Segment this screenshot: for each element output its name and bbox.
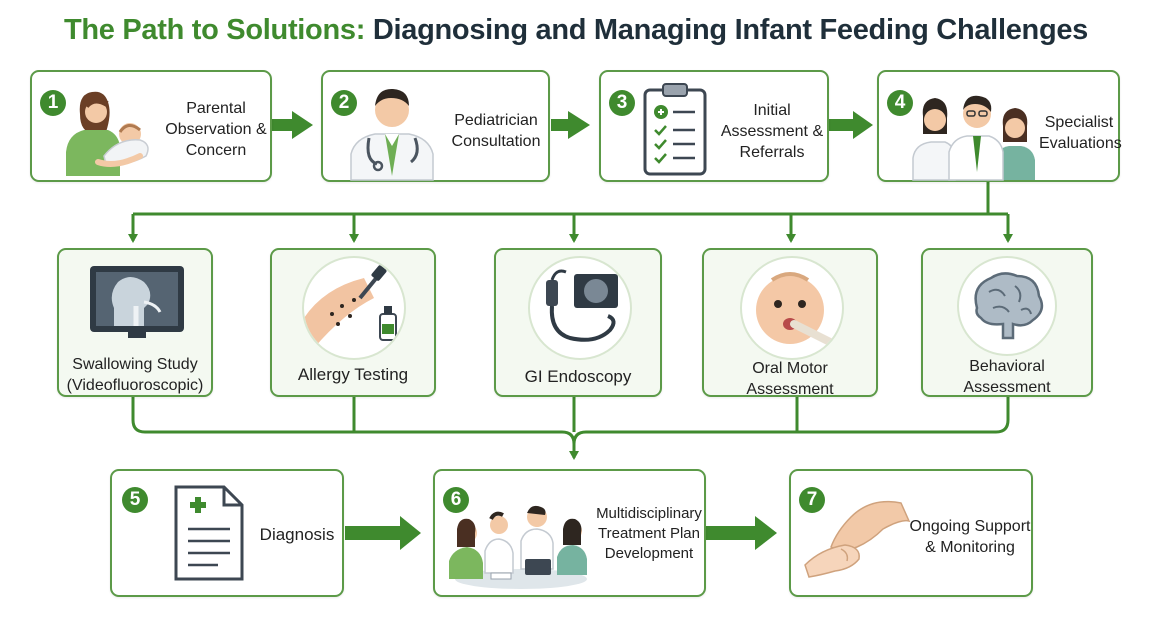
xray-monitor-icon bbox=[90, 266, 184, 338]
step-6-card: 6 Multidisciplinary Treatment Plan Devel… bbox=[433, 469, 706, 597]
baby-face-icon bbox=[756, 272, 838, 348]
step-1-card: 1 Parental Observation & Concern bbox=[30, 70, 272, 182]
care-team-meeting-icon bbox=[449, 505, 587, 589]
step-6-number: 6 bbox=[443, 487, 469, 513]
oral-motor-card: Oral Motor Assessment bbox=[702, 248, 878, 399]
gi-endoscopy-label: GI Endoscopy bbox=[524, 367, 632, 386]
step-4-label: Specialist Evaluations bbox=[1039, 114, 1122, 153]
endoscope-icon bbox=[546, 269, 618, 342]
diagnosis-document-icon bbox=[174, 485, 244, 581]
arrow-2-to-3 bbox=[551, 111, 590, 139]
arrow-6-to-7 bbox=[706, 516, 777, 550]
oral-motor-label: Oral Motor Assessment bbox=[746, 360, 834, 399]
step-3-card: 3 Initial Assessment & Referrals bbox=[599, 70, 829, 182]
gi-endoscopy-card: GI Endoscopy bbox=[494, 248, 662, 397]
allergy-testing-label: Allergy Testing bbox=[297, 365, 409, 384]
allergy-icon-circle bbox=[302, 256, 406, 360]
step-4-number: 4 bbox=[887, 90, 913, 116]
pediatrician-icon bbox=[350, 88, 434, 181]
swallowing-study-card: Swallowing Study (Videofluoroscopic) bbox=[57, 248, 213, 397]
step-4-card: 4 Specialist Evaluations bbox=[877, 70, 1122, 182]
allergy-testing-card: Allergy Testing bbox=[270, 248, 436, 397]
step-7-number: 7 bbox=[799, 487, 825, 513]
behavioral-label: Behavioral Assessment bbox=[963, 358, 1051, 397]
step-2-label: Pediatrician Consultation bbox=[451, 112, 541, 151]
step-2-card: 2 Pediatrician Consultation bbox=[321, 70, 550, 182]
branch-connector bbox=[128, 182, 1013, 243]
arrow-1-to-2 bbox=[272, 111, 313, 139]
step-5-card: 5 Diagnosis bbox=[110, 469, 344, 597]
mother-and-baby-icon bbox=[66, 91, 149, 176]
behavioral-icon-circle bbox=[957, 256, 1057, 356]
step-1-label: Parental Observation & Concern bbox=[165, 100, 267, 160]
title-part-2: Diagnosing and Managing Infant Feeding C… bbox=[372, 14, 1089, 46]
step-1-number: 1 bbox=[40, 90, 66, 116]
specialists-team-icon bbox=[912, 95, 1035, 181]
arrow-5-to-6 bbox=[345, 516, 421, 550]
step-6-label: Multidisciplinary Treatment Plan Develop… bbox=[596, 505, 702, 562]
step-2-number: 2 bbox=[331, 90, 357, 116]
step-7-label: Ongoing Support & Monitoring bbox=[909, 518, 1031, 557]
brain-icon bbox=[974, 272, 1044, 340]
clipboard-checklist-icon bbox=[643, 83, 707, 176]
step-3-label: Initial Assessment & Referrals bbox=[720, 102, 824, 162]
step-3-number: 3 bbox=[609, 90, 635, 116]
diagram-title: The Path to Solutions: Diagnosing and Ma… bbox=[0, 14, 1152, 47]
swallowing-study-label: Swallowing Study (Videofluoroscopic) bbox=[66, 356, 204, 395]
step-7-card: 7 Ongoing Support & Monitoring bbox=[789, 469, 1033, 597]
title-part-1: The Path to Solutions: bbox=[63, 14, 366, 46]
behavioral-card: Behavioral Assessment bbox=[921, 248, 1093, 397]
oral-motor-icon-circle bbox=[740, 256, 844, 360]
holding-hands-icon bbox=[804, 500, 911, 578]
step-5-number: 5 bbox=[122, 487, 148, 513]
endoscopy-icon-circle bbox=[528, 256, 632, 360]
step-5-label: Diagnosis bbox=[259, 525, 335, 544]
arrow-3-to-4 bbox=[829, 111, 873, 139]
skin-prick-test-icon bbox=[304, 265, 397, 348]
merge-connector bbox=[131, 397, 1010, 460]
